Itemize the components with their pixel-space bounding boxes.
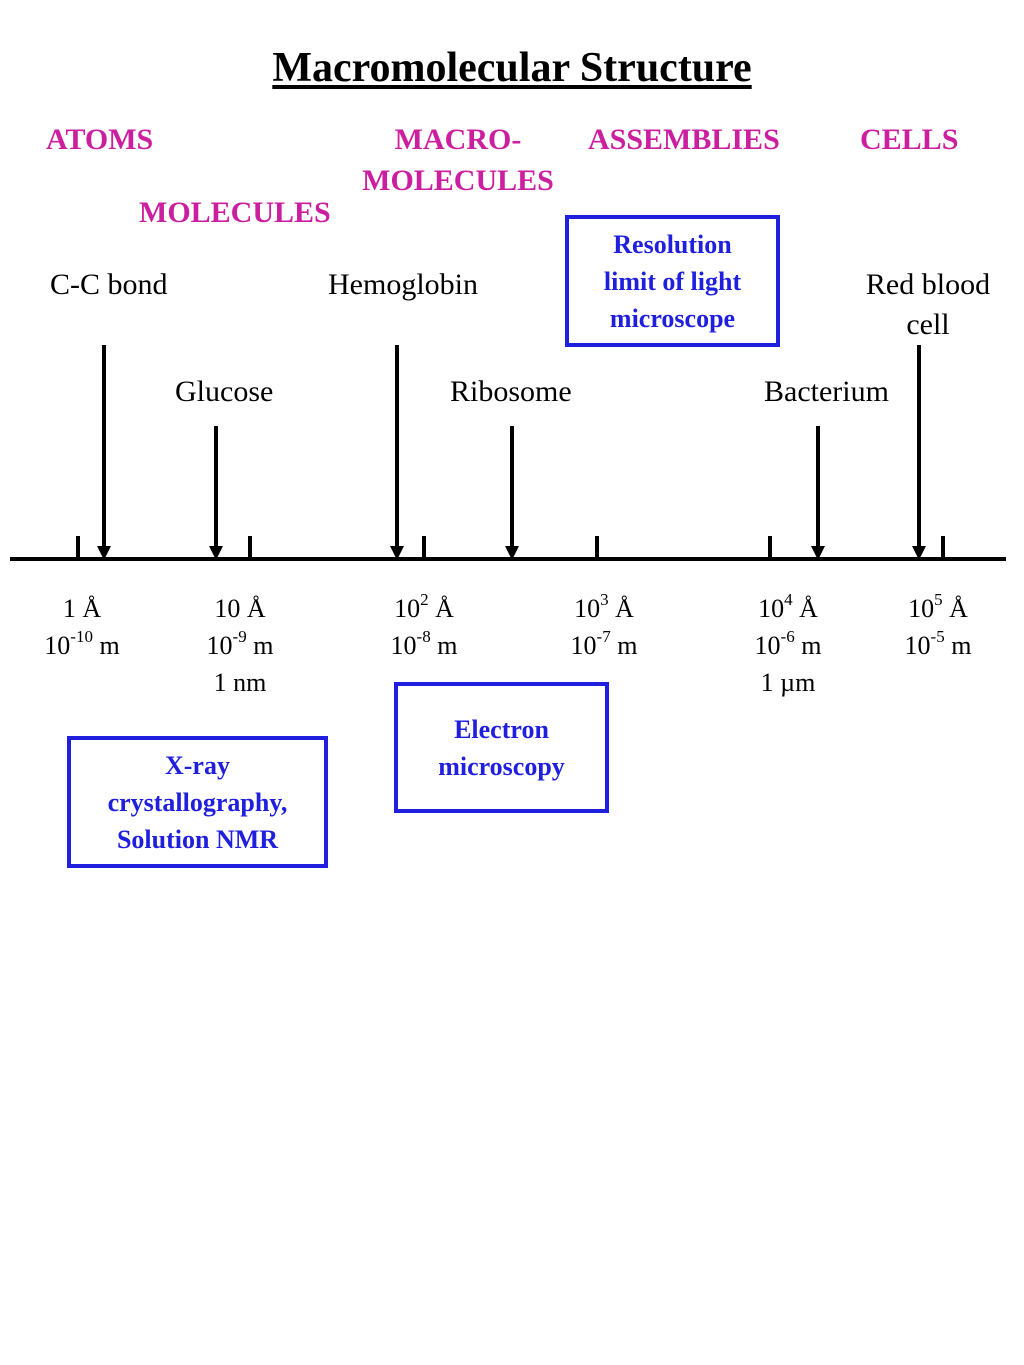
tick-10-angstrom: [248, 536, 252, 559]
scale-4-angstrom: 103 Å: [574, 590, 634, 623]
scale-label-6: 105 Å 10-5 m: [878, 590, 998, 664]
tick-100-angstrom: [422, 536, 426, 559]
scale-2-nm: 1 nm: [213, 668, 267, 697]
label-red-blood-cell: Red blood cell: [850, 265, 1006, 345]
tick-100000-angstrom: [941, 536, 945, 559]
scale-label-1: 1 Å 10-10 m: [22, 590, 142, 664]
scale-label-2: 10 Å 10-9 m 1 nm: [180, 590, 300, 701]
label-bacterium: Bacterium: [764, 375, 889, 408]
scale-2-meters: 10-9 m: [206, 627, 274, 660]
electron-microscopy-box: Electron microscopy: [394, 682, 609, 813]
category-macromolecules: MACRO- MOLECULES: [348, 123, 568, 198]
category-macromolecules-line1: MACRO-: [394, 123, 522, 156]
tick-1000-angstrom: [595, 536, 599, 559]
xray-nmr-box: X-ray crystallography, Solution NMR: [67, 736, 328, 868]
scale-3-angstrom: 102 Å: [394, 590, 454, 623]
label-ribosome: Ribosome: [450, 375, 572, 408]
scale-6-angstrom: 105 Å: [908, 590, 968, 623]
tick-1-angstrom: [76, 536, 80, 559]
scale-label-3: 102 Å 10-8 m: [364, 590, 484, 664]
scale-label-5: 104 Å 10-6 m 1 µm: [728, 590, 848, 701]
category-molecules: MOLECULES: [139, 196, 331, 229]
scale-4-meters: 10-7 m: [570, 627, 638, 660]
label-red-blood-cell-line1: Red blood: [865, 268, 991, 301]
scale-1-angstrom: 1 Å: [62, 594, 102, 623]
scale-6-meters: 10-5 m: [904, 627, 972, 660]
scale-5-angstrom: 104 Å: [758, 590, 818, 623]
tick-10000-angstrom: [768, 536, 772, 559]
scale-axis: [10, 557, 1006, 561]
light-microscope-limit-text: Resolution limit of light microscope: [603, 229, 742, 333]
label-glucose: Glucose: [175, 375, 274, 408]
category-macromolecules-line2: MOLECULES: [362, 164, 554, 197]
scale-3-meters: 10-8 m: [390, 627, 458, 660]
category-atoms: ATOMS: [46, 123, 154, 156]
label-cc-bond: C-C bond: [50, 268, 168, 301]
scale-2-angstrom: 10 Å: [214, 594, 266, 623]
light-microscope-limit-box: Resolution limit of light microscope: [565, 215, 780, 347]
label-hemoglobin: Hemoglobin: [328, 268, 478, 301]
scale-5-meters: 10-6 m: [754, 627, 822, 660]
xray-nmr-text: X-ray crystallography, Solution NMR: [107, 750, 288, 854]
scale-1-meters: 10-10 m: [44, 627, 120, 660]
category-cells: CELLS: [860, 123, 959, 156]
page-title: Macromolecular Structure: [272, 45, 752, 91]
label-red-blood-cell-line2: cell: [906, 308, 950, 341]
scale-5-micrometer: 1 µm: [760, 668, 816, 697]
category-assemblies: ASSEMBLIES: [588, 123, 780, 156]
electron-microscopy-text: Electron microscopy: [438, 714, 565, 781]
scale-label-4: 103 Å 10-7 m: [544, 590, 664, 664]
